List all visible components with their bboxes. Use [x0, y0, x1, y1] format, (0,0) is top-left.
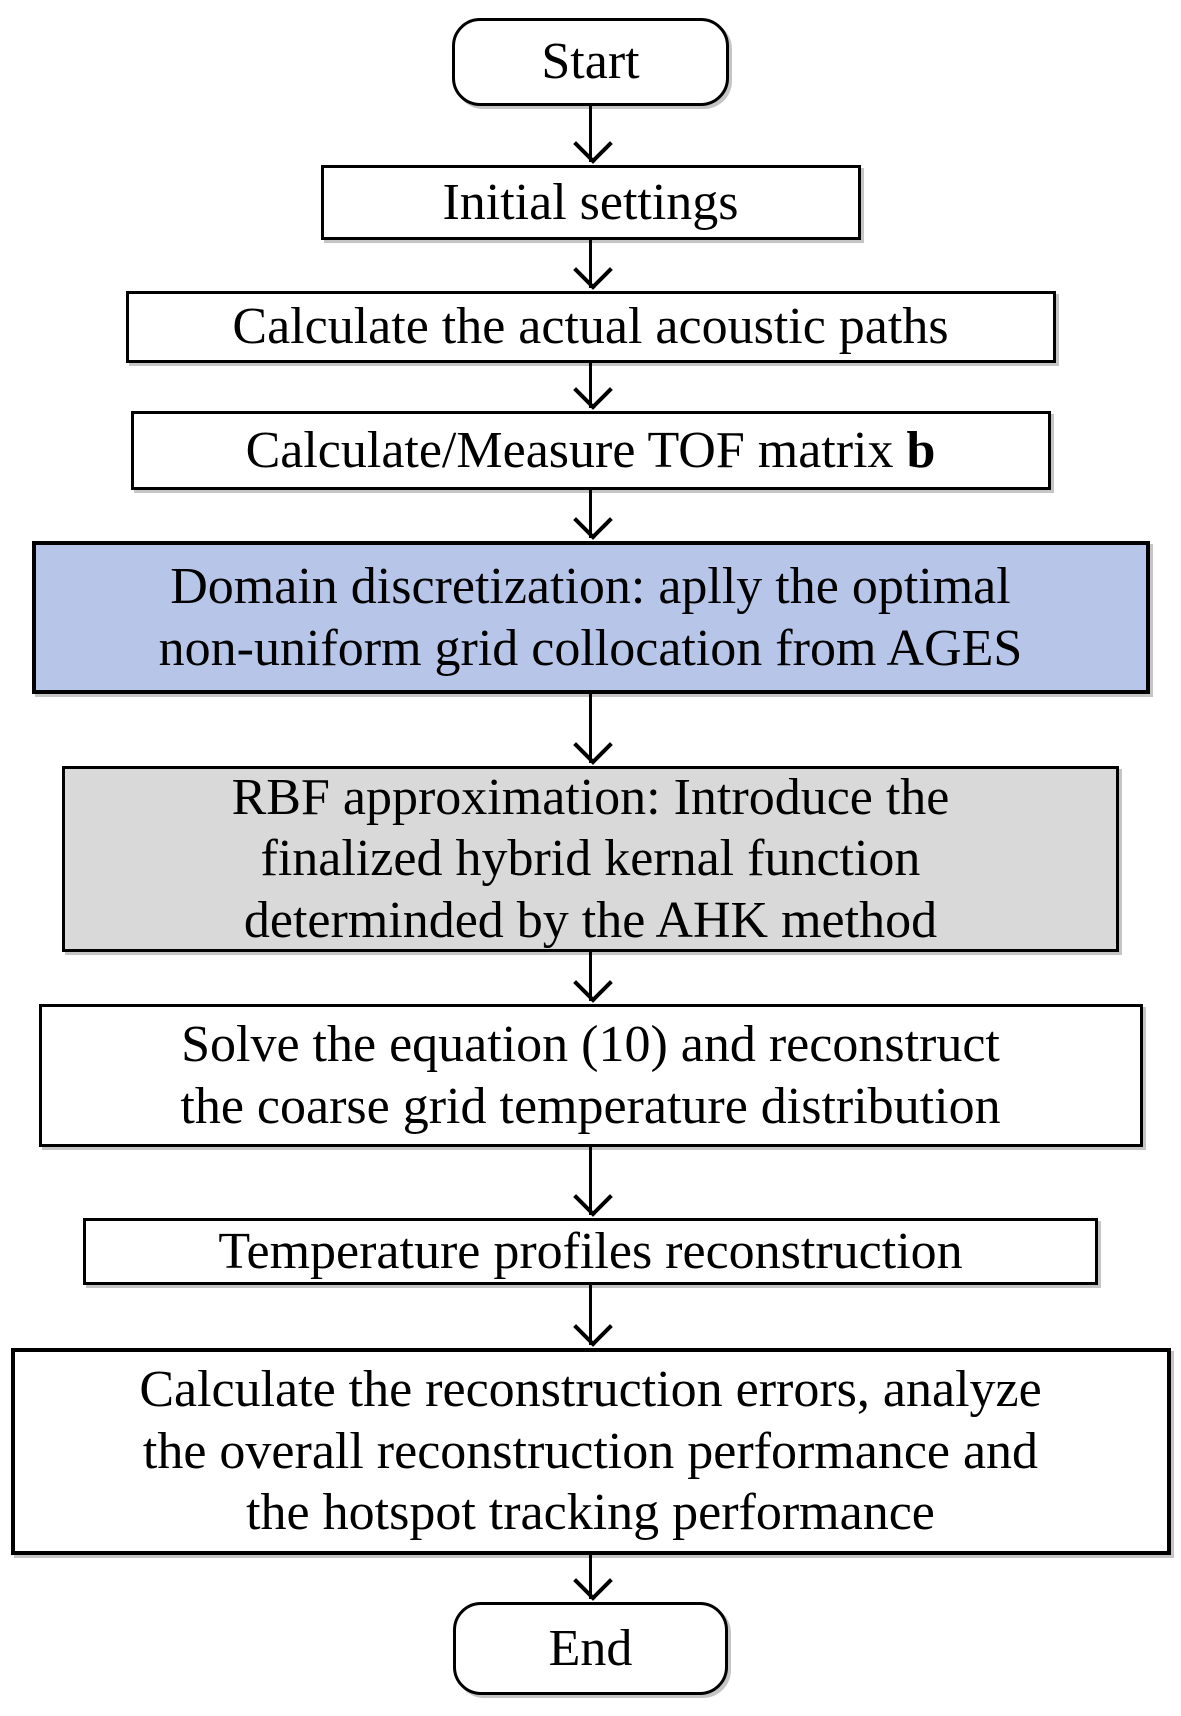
tof-matrix-b-symbol: b	[906, 421, 936, 479]
node-reconstruction-errors-label: Calculate the reconstruction errors, ana…	[139, 1361, 1042, 1542]
node-initial-settings-label: Initial settings	[442, 173, 739, 231]
node-temperature-profiles: Temperature profiles reconstruction	[83, 1218, 1098, 1285]
node-temperature-profiles-label: Temperature profiles reconstruction	[218, 1222, 963, 1280]
node-reconstruction-errors: Calculate the reconstruction errors, ana…	[10, 1348, 1171, 1555]
arrow-head-icon	[572, 500, 613, 540]
arrow-shaft	[589, 694, 592, 763]
node-tof-matrix-label: Calculate/Measure TOF matrix b	[245, 421, 936, 479]
node-acoustic-paths-label: Calculate the actual acoustic paths	[232, 298, 949, 356]
flow-arrow	[567, 363, 615, 411]
flow-arrow	[567, 1147, 615, 1218]
arrow-head-icon	[572, 124, 613, 164]
arrow-shaft	[589, 1285, 592, 1345]
node-end: End	[453, 1602, 728, 1695]
arrow-head-icon	[572, 1561, 613, 1601]
flow-arrow	[567, 952, 615, 1004]
node-solve-equation: Solve the equation (10) and reconstruct …	[38, 1004, 1143, 1147]
flow-arrow	[567, 240, 615, 291]
arrow-shaft	[589, 363, 592, 408]
node-domain-discretization-label: Domain discretization: aplly the optimal…	[158, 558, 1023, 677]
node-start: Start	[452, 18, 729, 106]
arrow-shaft	[589, 952, 592, 1001]
node-solve-equation-label: Solve the equation (10) and reconstruct …	[180, 1016, 1001, 1135]
arrow-shaft	[589, 240, 592, 288]
arrow-head-icon	[572, 250, 613, 290]
arrow-head-icon	[572, 963, 613, 1003]
flow-arrow	[567, 1555, 615, 1602]
node-initial-settings: Initial settings	[320, 165, 861, 240]
flow-arrow	[567, 106, 615, 165]
flow-arrow	[567, 490, 615, 541]
arrow-shaft	[589, 1147, 592, 1215]
flow-arrow	[567, 694, 615, 766]
node-start-label: Start	[541, 33, 640, 91]
arrow-shaft	[589, 106, 592, 162]
arrow-shaft	[589, 1555, 592, 1599]
arrow-head-icon	[572, 1177, 613, 1217]
node-end-label: End	[548, 1619, 633, 1677]
arrow-head-icon	[572, 1307, 613, 1347]
arrow-head-icon	[572, 725, 613, 765]
node-rbf-approximation-label: RBF approximation: Introduce the finaliz…	[231, 768, 950, 949]
node-rbf-approximation: RBF approximation: Introduce the finaliz…	[62, 766, 1119, 952]
node-domain-discretization: Domain discretization: aplly the optimal…	[31, 541, 1150, 694]
arrow-head-icon	[572, 370, 613, 410]
arrow-shaft	[589, 490, 592, 538]
flow-arrow	[567, 1285, 615, 1348]
node-tof-matrix: Calculate/Measure TOF matrix b	[130, 411, 1051, 490]
node-acoustic-paths: Calculate the actual acoustic paths	[125, 291, 1056, 363]
